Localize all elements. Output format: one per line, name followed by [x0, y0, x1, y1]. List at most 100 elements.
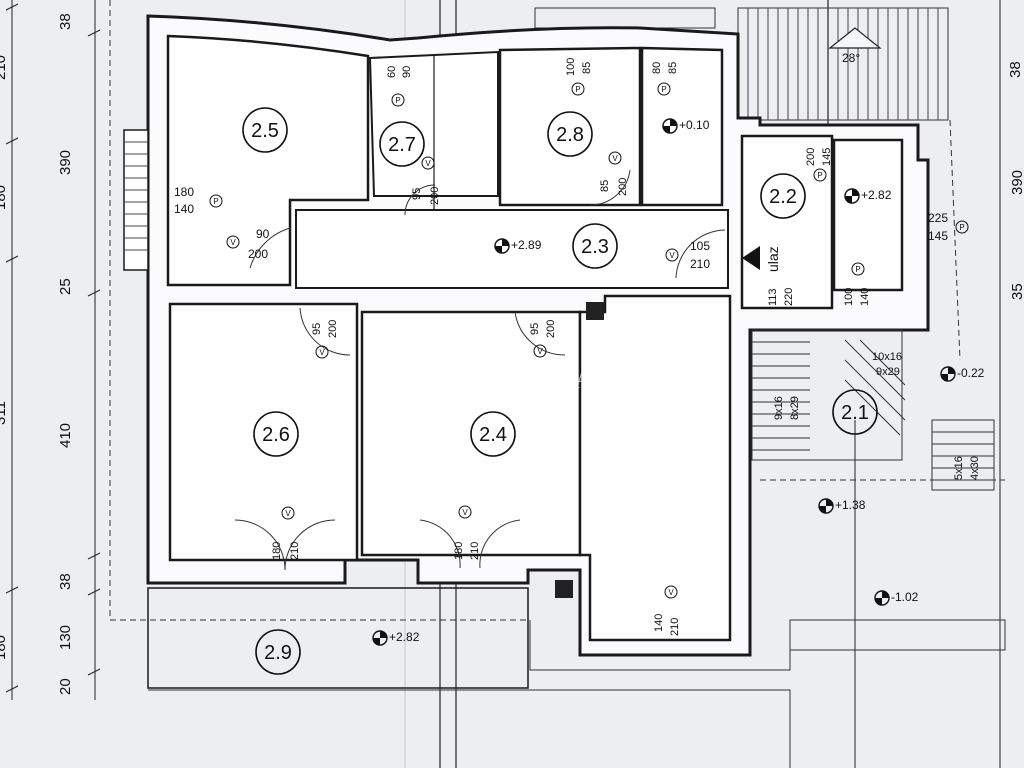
dim-311: 311 [0, 401, 9, 425]
dim-180: 180 [0, 185, 9, 210]
tag-w: 60 [386, 66, 398, 78]
type-letter: P [395, 96, 400, 105]
watermark: ONE ADRIA NEKRETNINE [380, 358, 595, 406]
tag-w: 140 [653, 614, 665, 632]
dim-130: 130 [57, 625, 74, 650]
tag-h: 145 [821, 148, 833, 166]
tag-h: 85 [667, 62, 679, 74]
door-swings [234, 169, 726, 571]
dim-38-top: 38 [57, 13, 74, 30]
chimney-2 [555, 580, 573, 598]
type-letter: V [612, 154, 618, 163]
level-2-82-a: +2.82 [861, 188, 892, 202]
room-2-1: 2.1 [841, 402, 869, 424]
room-labels: 2.5 2.7 2.8 2.2 2.3 2.6 2.4 2.1 2.9 [242, 107, 878, 675]
level-marker-icon [874, 590, 890, 606]
type-letter: P [817, 171, 822, 180]
dim-right-35: 35 [1009, 283, 1024, 300]
level-minus-0-22: -0.22 [957, 366, 985, 380]
room-2-6: 2.6 [262, 424, 290, 446]
right-dimension-chain: 38 390 35 [999, 0, 1024, 768]
entrance-arrow-icon [742, 246, 760, 270]
level-0-10: +0.10 [679, 118, 710, 132]
watermark-name: ONE ADRIA [436, 365, 595, 394]
dim-right-390: 390 [1009, 170, 1024, 195]
roof-hatch: 28° [534, 7, 949, 121]
roof-angle-label: 28° [842, 51, 860, 65]
room-2-7: 2.7 [388, 134, 416, 156]
tag-h: 140 [174, 202, 194, 216]
level-1-38: +1.38 [835, 498, 866, 512]
tag-h: 210 [469, 542, 481, 560]
opening-type-markers [209, 82, 969, 599]
tag-w: 100 [843, 288, 855, 306]
stair-label-3: 9x16 [773, 396, 785, 420]
stairs [751, 329, 995, 491]
dim-right-38: 38 [1007, 61, 1024, 78]
dim-410: 410 [57, 423, 74, 448]
type-letter: V [319, 348, 325, 357]
room-2-9: 2.9 [264, 642, 292, 664]
tag-h: 145 [928, 229, 948, 243]
room-2-4: 2.4 [479, 424, 507, 446]
tag-h: 200 [429, 187, 441, 205]
tag-h: 90 [401, 66, 413, 78]
tag-w: 105 [690, 239, 710, 253]
level-2-82-b: +2.82 [389, 630, 420, 644]
opening-tags: 180 140 90 200 60 90 95 200 100 85 80 85… [174, 58, 948, 636]
tag-w: 113 [767, 288, 779, 306]
level-marker-icon [818, 498, 834, 514]
tag-h: 140 [859, 288, 871, 306]
tag-h: 220 [783, 288, 795, 306]
room-2-5: 2.5 [251, 120, 279, 142]
tag-w: 180 [174, 185, 194, 199]
chimney-1 [586, 302, 604, 320]
level-marker-icon [372, 630, 388, 646]
tag-h: 210 [669, 618, 681, 636]
dim-210: 210 [0, 55, 9, 80]
dim-390: 390 [57, 150, 74, 175]
level-minus-1-02: -1.02 [891, 590, 919, 604]
level-marker-icon [844, 188, 860, 204]
tag-w: 180 [271, 542, 283, 560]
room-2-8: 2.8 [556, 124, 584, 146]
watermark-logo-icon [380, 358, 428, 406]
tag-w: 200 [805, 148, 817, 166]
stair-label-5: 5x16 [953, 456, 965, 480]
type-letter: P [213, 197, 218, 206]
type-letter: V [425, 159, 431, 168]
type-letter: V [669, 251, 675, 260]
type-letter: V [668, 588, 674, 597]
level-marker-icon [494, 238, 510, 254]
stair-label-1: 10x16 [872, 351, 902, 363]
room-2-3: 2.3 [581, 236, 609, 258]
type-letter: P [855, 265, 860, 274]
opening-type-letters: P V P V P P V V P P P V V V V V [213, 85, 964, 597]
level-marker-icon [662, 118, 678, 134]
tag-w: 225 [928, 211, 948, 225]
type-letter: V [285, 509, 291, 518]
type-letter: P [661, 85, 666, 94]
level-2-89: +2.89 [511, 238, 542, 252]
tag-w: 100 [565, 58, 577, 76]
building-walls [123, 14, 930, 689]
dim-180-bottom: 180 [0, 635, 9, 660]
type-letter: P [959, 223, 964, 232]
type-letter: V [462, 508, 468, 517]
room-2-2: 2.2 [769, 186, 797, 208]
type-letter: V [230, 238, 236, 247]
tag-h: 210 [690, 257, 710, 271]
tag-w: 180 [453, 542, 465, 560]
type-letter: P [575, 85, 580, 94]
dim-38-bottom: 38 [57, 573, 74, 590]
left-dimension-chain: 38 210 390 180 25 311 410 38 130 20 180 [0, 0, 101, 700]
tag-w: 95 [411, 188, 423, 200]
watermark-sub: NEKRETNINE [470, 395, 552, 404]
tag-w: 95 [529, 323, 541, 335]
stair-label-2: 9x29 [876, 366, 900, 378]
tag-h: 200 [617, 178, 629, 196]
tag-w: 90 [256, 227, 270, 241]
tag-h: 210 [289, 542, 301, 560]
level-marker-icon [940, 366, 956, 382]
